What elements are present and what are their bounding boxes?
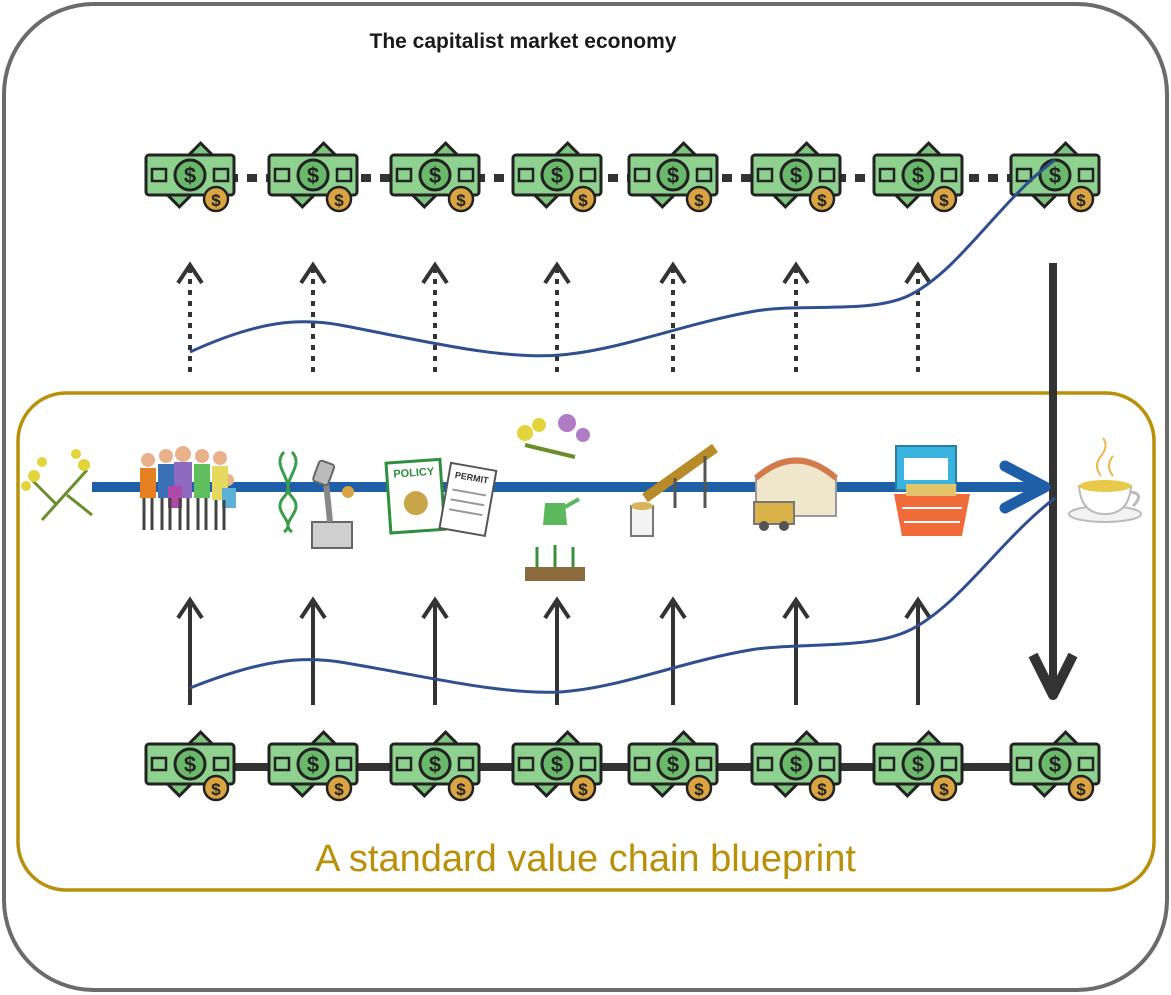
bottom-money-icon	[389, 730, 481, 802]
dotted-up-arrow	[421, 261, 449, 372]
solid-up-arrow	[421, 596, 449, 705]
inner-title: A standard value chain blueprint	[315, 838, 856, 880]
top-money-icon	[750, 141, 842, 213]
dotted-up-arrow	[299, 261, 327, 372]
dotted-up-arrow	[543, 261, 571, 372]
top-money-icon	[511, 141, 603, 213]
top-money-icon	[872, 141, 964, 213]
shop-basket-icon	[894, 445, 970, 536]
dotted-up-arrow	[782, 261, 810, 372]
warehouse-truck-icon	[753, 457, 838, 531]
bottom-money-icon	[872, 730, 964, 802]
dotted-up-arrow	[176, 261, 204, 372]
solid-up-arrow	[904, 596, 932, 705]
solid-arrows	[176, 596, 932, 705]
solid-up-arrow	[176, 596, 204, 705]
top-money-icon	[1009, 141, 1101, 213]
top-money-row	[144, 141, 1101, 213]
bottom-money-icon	[144, 730, 236, 802]
solid-up-arrow	[782, 596, 810, 705]
big-down-arrow	[1028, 263, 1078, 700]
main-flow-arrow	[92, 460, 1051, 514]
policy-label: POLICY	[393, 466, 435, 481]
dotted-arrows	[176, 261, 932, 372]
solid-up-arrow	[543, 596, 571, 705]
top-money-icon	[627, 141, 719, 213]
bottom-money-icon	[267, 730, 359, 802]
top-money-icon	[267, 141, 359, 213]
bottom-money-icon	[627, 730, 719, 802]
inner-frame	[16, 391, 1156, 892]
conveyor-icon	[630, 443, 718, 537]
tea-cup-icon	[1068, 437, 1142, 523]
dna-microscope-icon	[278, 450, 354, 549]
upper-value-curve	[189, 158, 1056, 358]
solid-up-arrow	[299, 596, 327, 705]
top-money-icon	[389, 141, 481, 213]
outer-title: The capitalist market economy	[369, 30, 677, 53]
top-money-icon	[144, 141, 236, 213]
dotted-up-arrow	[659, 261, 687, 372]
bottom-money-icon	[511, 730, 603, 802]
people-icon	[140, 446, 236, 530]
policy-permit-icon: POLICY PERMIT	[384, 457, 498, 538]
lower-value-curve	[189, 496, 1056, 694]
dotted-up-arrow	[904, 261, 932, 372]
bottom-money-icon	[1009, 730, 1101, 802]
plant-icon	[21, 449, 93, 522]
bottom-money-icon	[750, 730, 842, 802]
solid-up-arrow	[659, 596, 687, 705]
cultivation-icon	[517, 414, 590, 581]
